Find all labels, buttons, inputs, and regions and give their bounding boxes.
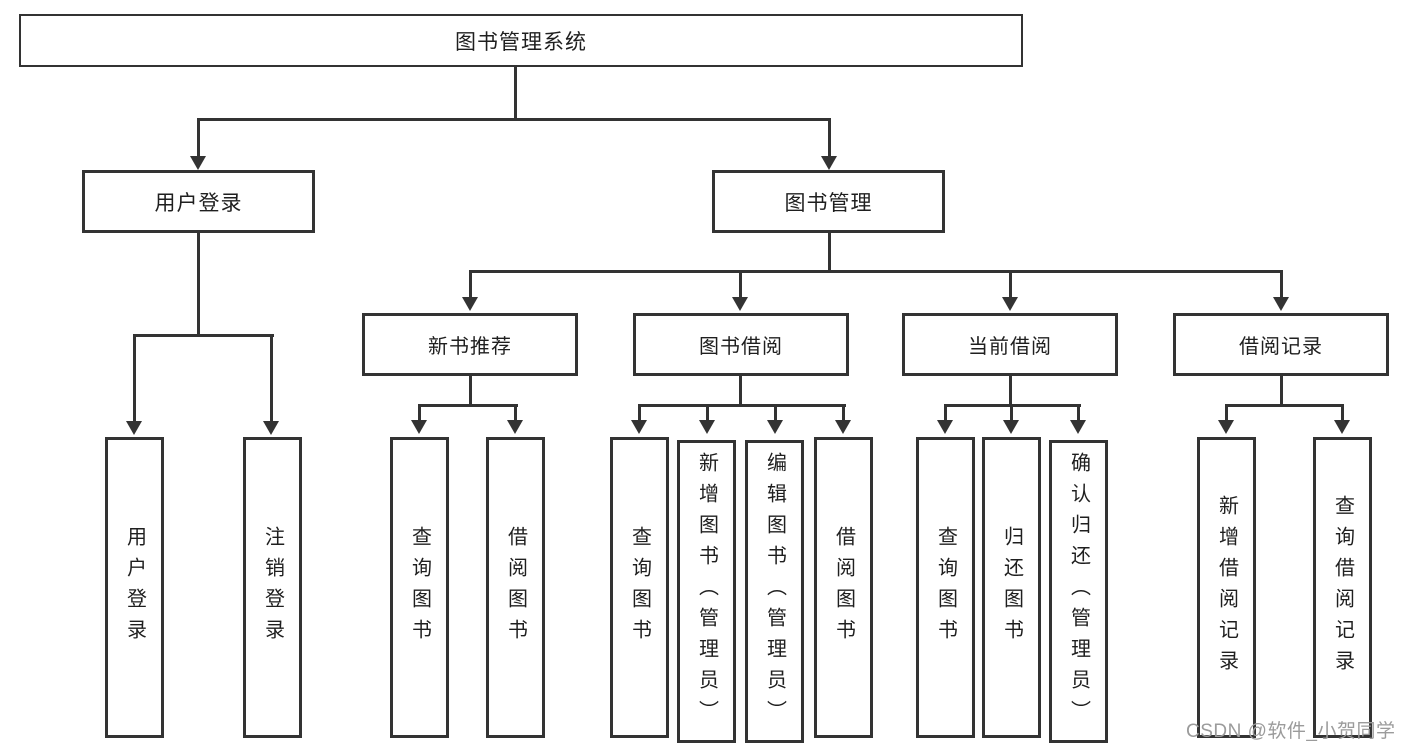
arrowhead-icon [1273, 297, 1289, 311]
node-borrowing-records: 借阅记录 [1173, 313, 1389, 376]
node-new-book-recommend: 新书推荐 [362, 313, 578, 376]
node-label: 查询图书 [628, 525, 651, 650]
connector-line [739, 270, 742, 299]
arrowhead-icon [937, 420, 953, 434]
arrowhead-icon [1002, 297, 1018, 311]
connector-line [1225, 404, 1228, 422]
node-borrow-books-recommend: 借阅图书 [486, 437, 545, 738]
arrowhead-icon [411, 420, 427, 434]
connector-line [842, 404, 845, 422]
connector-line [418, 404, 518, 407]
connector-line [469, 270, 1283, 273]
node-edit-book-admin: 编辑图书（管理员） [745, 440, 804, 743]
node-add-borrow-record: 新增借阅记录 [1197, 437, 1256, 738]
node-book-borrowing: 图书借阅 [633, 313, 849, 376]
node-label: 用户登录 [123, 525, 146, 650]
arrowhead-icon [462, 297, 478, 311]
connector-line [418, 404, 421, 422]
connector-line [706, 404, 709, 422]
connector-line [774, 404, 777, 422]
connector-line [197, 118, 200, 158]
node-label: 归还图书 [1000, 525, 1023, 650]
arrowhead-icon [126, 421, 142, 435]
node-book-management: 图书管理 [712, 170, 945, 233]
connector-line [944, 404, 947, 422]
node-confirm-return-admin: 确认归还（管理员） [1049, 440, 1108, 743]
arrowhead-icon [699, 420, 715, 434]
connector-line [1341, 404, 1344, 422]
connector-line [133, 334, 274, 337]
node-query-books-recommend: 查询图书 [390, 437, 449, 738]
node-label: 新增借阅记录 [1215, 494, 1238, 681]
connector-line [828, 118, 831, 158]
arrowhead-icon [1070, 420, 1086, 434]
connector-line [197, 233, 200, 337]
connector-line [1280, 376, 1283, 407]
arrowhead-icon [835, 420, 851, 434]
connector-line [133, 334, 136, 422]
node-return-books: 归还图书 [982, 437, 1041, 738]
arrowhead-icon [1003, 420, 1019, 434]
arrowhead-icon [190, 156, 206, 170]
connector-line [469, 270, 472, 299]
node-label: 新增图书（管理员） [695, 452, 718, 731]
connector-line [197, 118, 831, 121]
node-label: 编辑图书（管理员） [763, 452, 786, 731]
node-logout: 注销登录 [243, 437, 302, 738]
arrowhead-icon [1218, 420, 1234, 434]
connector-line [514, 404, 517, 422]
connector-line [828, 233, 831, 273]
connector-line [270, 334, 273, 422]
connector-line [1010, 404, 1013, 422]
connector-line [514, 67, 517, 120]
arrowhead-icon [631, 420, 647, 434]
node-label: 查询借阅记录 [1331, 494, 1354, 681]
arrowhead-icon [507, 420, 523, 434]
arrowhead-icon [767, 420, 783, 434]
arrowhead-icon [1334, 420, 1350, 434]
arrowhead-icon [821, 156, 837, 170]
node-borrow-books-leaf: 借阅图书 [814, 437, 873, 738]
node-label: 查询图书 [408, 525, 431, 650]
node-add-book-admin: 新增图书（管理员） [677, 440, 736, 743]
connector-line [1009, 376, 1012, 407]
arrowhead-icon [263, 421, 279, 435]
connector-line [638, 404, 846, 407]
node-label: 注销登录 [261, 525, 284, 650]
node-query-borrow-record: 查询借阅记录 [1313, 437, 1372, 738]
node-user-login: 用户登录 [82, 170, 315, 233]
node-label: 查询图书 [934, 525, 957, 650]
connector-line [739, 374, 742, 407]
connector-line [1280, 270, 1283, 299]
node-root: 图书管理系统 [19, 14, 1023, 67]
node-query-books-borrowing: 查询图书 [610, 437, 669, 738]
connector-line [1077, 404, 1080, 422]
node-query-books-current: 查询图书 [916, 437, 975, 738]
node-label: 借阅图书 [504, 525, 527, 650]
connector-line [469, 376, 472, 407]
node-label: 确认归还（管理员） [1067, 452, 1090, 731]
connector-line [1225, 404, 1344, 407]
connector-line [638, 404, 641, 422]
node-current-borrowing: 当前借阅 [902, 313, 1118, 376]
node-user-login-leaf: 用户登录 [105, 437, 164, 738]
watermark: CSDN @软件_小贺同学 [1186, 721, 1396, 742]
connector-line [1009, 270, 1012, 299]
arrowhead-icon [732, 297, 748, 311]
node-label: 借阅图书 [832, 525, 855, 650]
